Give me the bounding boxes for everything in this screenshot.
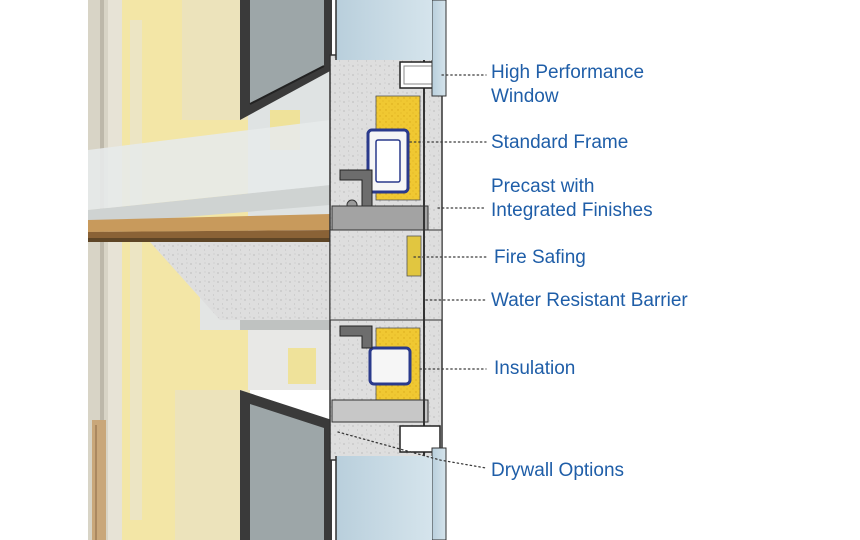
upper-insulation [331,95,429,231]
floor-slab [88,214,330,330]
fire-safing-strip [406,235,422,277]
label-high-performance-window: High Performance Window [491,62,645,107]
upper-sill [88,120,330,225]
label-fire-safing: Fire Safing [494,247,586,268]
leader-drywall-options [337,431,487,469]
label-precast-with-integrated-finishes: Precast with Integrated Finishes [491,176,653,221]
label-standard-frame: Standard Frame [491,132,629,153]
exterior-glass [335,0,447,540]
lower-insulation [331,325,429,423]
leader-lines [337,74,487,469]
upper-window [240,0,332,120]
lower-window [240,390,332,540]
label-insulation: Insulation [494,358,576,379]
label-drywall-options: Drywall Options [491,460,625,481]
label-water-resistant-barrier: Water Resistant Barrier [491,290,688,311]
